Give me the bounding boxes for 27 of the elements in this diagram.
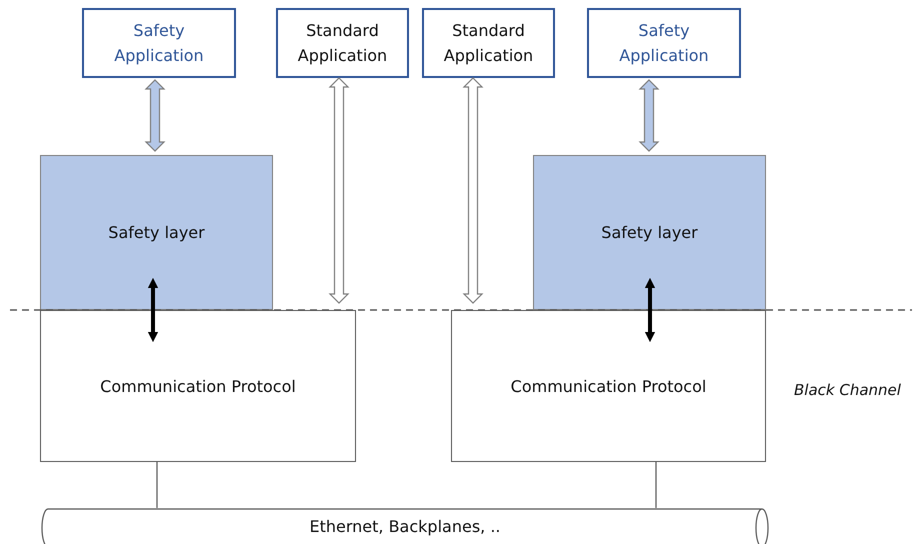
arrow <box>644 278 656 342</box>
application-box <box>82 8 236 78</box>
channel-label: Black Channel <box>794 381 901 399</box>
block-arrow <box>462 77 484 304</box>
connector-line <box>156 462 158 508</box>
arrow <box>148 278 158 342</box>
node-label: Standard Application <box>442 20 534 67</box>
node-label: Ethernet, Backplanes, .. <box>309 516 500 536</box>
application-box <box>276 8 409 78</box>
application-box <box>587 8 741 78</box>
node-label: Communication Protocol <box>510 376 706 396</box>
node-label: Safety layer <box>601 223 698 242</box>
application-box <box>422 8 555 78</box>
safety-layer-box <box>533 155 766 310</box>
node-label: Communication Protocol <box>100 376 296 396</box>
protocol-box <box>451 310 766 462</box>
node-label: Standard Application <box>296 20 388 67</box>
safety-layer-box <box>40 155 273 310</box>
node-label: Safety Application <box>113 20 205 67</box>
block-arrow <box>638 79 660 152</box>
block-arrow <box>144 79 166 152</box>
bus-pipe <box>40 508 770 544</box>
block-arrow <box>328 77 350 304</box>
protocol-box <box>40 310 356 462</box>
node-label: Safety layer <box>108 223 205 242</box>
connector-line <box>655 462 657 508</box>
node-label: Safety Application <box>618 20 710 67</box>
